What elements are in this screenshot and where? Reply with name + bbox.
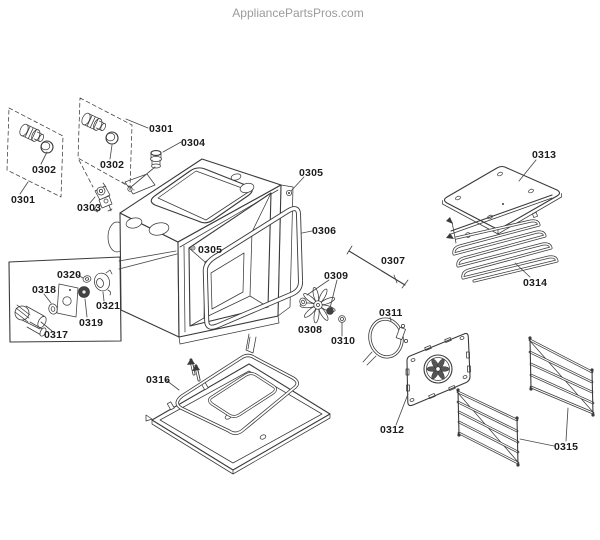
oven-cavity-body [107,158,294,354]
fan-washer-0309 [299,297,307,307]
part-label-0308: 0308 [298,324,322,336]
lamp-ring-0320 [82,275,92,283]
broil-element-0314 [446,194,559,283]
part-label-0306: 0306 [312,225,336,237]
part-label-0305-front: 0305 [198,244,222,256]
base-panel [145,363,331,475]
vent-tube-0304 [150,150,162,169]
lamp-housing-0321 [94,272,110,292]
part-label-0304: 0304 [181,137,205,149]
part-label-0310: 0310 [331,335,355,347]
fan-cover-panel-0312 [405,332,471,407]
bake-element-0316 [175,353,299,435]
fan-shaft-0307 [346,245,409,289]
part-label-0320: 0320 [57,269,81,281]
door-latch-0303 [93,182,113,213]
part-label-0312: 0312 [380,424,404,436]
part-label-0307: 0307 [381,255,405,267]
part-labels: 0301 0302 0304 0302 0301 0303 0305 0306 … [11,123,578,453]
fan-blade-0308 [299,287,336,324]
clamp-ring-0311 [362,317,408,366]
part-label-0319: 0319 [79,317,103,329]
part-label-0313: 0313 [532,149,556,161]
part-label-0321: 0321 [96,300,120,312]
part-label-0301-left: 0301 [11,194,35,206]
lamp-plate [56,283,79,318]
nut-0310 [338,315,346,323]
part-label-0302-left: 0302 [32,164,56,176]
part-label-0314: 0314 [523,277,547,289]
latch-kit-box-left [6,107,64,198]
door-gasket-0306 [202,206,304,330]
fan-impeller-icon [426,358,450,380]
part-label-0316: 0316 [146,374,170,386]
part-label-0317: 0317 [44,329,68,341]
part-label-0301-right: 0301 [149,123,173,135]
oven-rack-left [456,388,520,467]
watermark: AppliancePartsPros.com [232,6,363,20]
part-label-0318: 0318 [32,284,56,296]
part-label-0303: 0303 [77,202,101,214]
part-label-0309: 0309 [324,270,348,282]
part-label-0315: 0315 [554,441,578,453]
oven-rack-right [528,336,595,417]
fan-nut-0309 [326,307,334,315]
oven-lamp-0317 [14,304,47,337]
part-label-0311: 0311 [379,307,403,319]
part-label-0302-right: 0302 [100,159,124,171]
top-panel-0313 [442,165,562,235]
leader-lines [19,118,569,447]
part-label-0305-top: 0305 [299,167,323,179]
